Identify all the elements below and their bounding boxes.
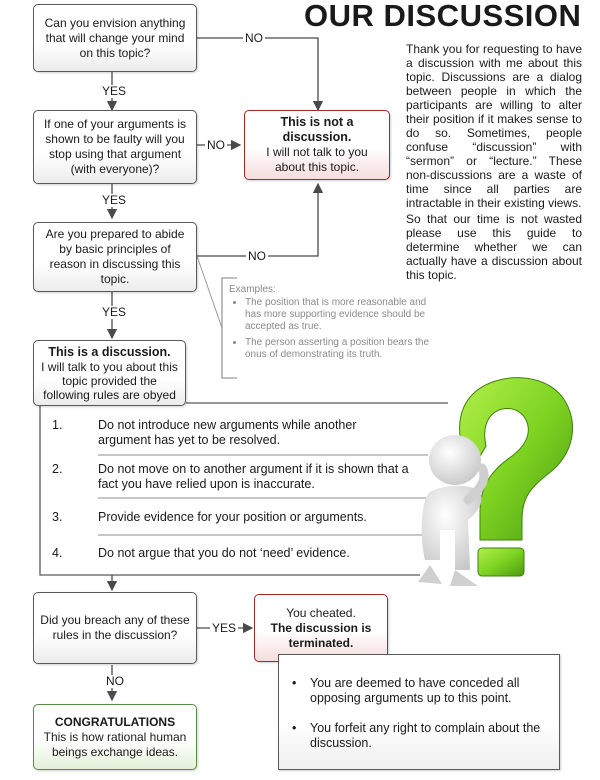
label-no-2: NO [205, 138, 227, 152]
cheated-line1: You cheated. [286, 605, 356, 620]
rule-text: Do not move on to another argument if it… [98, 462, 409, 491]
consequences-list: • You are deemed to have conceded all op… [292, 676, 554, 751]
is-discussion-box: This is a discussion. I will talk to you… [33, 340, 186, 406]
rule-number: 4. [52, 546, 63, 560]
question-faulty-argument-text: If one of your arguments is shown to be … [43, 117, 187, 176]
question-change-mind-text: Can you envision anything that will chan… [44, 15, 186, 60]
examples-heading: Examples: [229, 284, 276, 295]
question-principles-text: Are you prepared to abide by basic princ… [45, 227, 185, 286]
question-change-mind: Can you envision anything that will chan… [33, 4, 197, 72]
congratulations-box: CONGRATULATIONS This is how rational hum… [33, 704, 197, 770]
congratulations-body: This is how rational human beings exchan… [43, 729, 187, 759]
consequences-box [278, 654, 560, 770]
cheated-box: You cheated. The discussion is terminate… [254, 594, 388, 662]
label-no-1: NO [243, 31, 265, 45]
is-discussion-title: This is a discussion. [48, 344, 171, 359]
rule-text: Provide evidence for your position or ar… [98, 510, 367, 524]
rule-number: 2. [52, 462, 63, 476]
example-item: The position that is more reasonable and… [245, 297, 429, 333]
question-breach-rules-text: Did you breach any of these rules in the… [40, 613, 190, 642]
label-yes-1: YES [100, 84, 129, 98]
rule-number: 3. [52, 510, 63, 524]
list-item: • You are deemed to have conceded all op… [292, 676, 554, 706]
is-discussion-body: I will talk to you about this topic prov… [41, 359, 178, 402]
congratulations-title: CONGRATULATIONS [54, 714, 176, 729]
intro-paragraph-2: So that our time is not wasted please us… [406, 212, 582, 282]
label-yes-2: YES [100, 193, 129, 207]
intro-paragraph-1: Thank you for requesting to have a discu… [406, 42, 582, 210]
question-faulty-argument: If one of your arguments is shown to be … [33, 110, 197, 184]
examples-note: Examples: The position that is more reas… [229, 284, 429, 365]
list-item: • You forfeit any right to complain abou… [292, 721, 554, 751]
label-no-4: NO [104, 674, 126, 688]
consequence-text: You are deemed to have conceded all oppo… [310, 676, 520, 705]
question-principles-of-reason: Are you prepared to abide by basic princ… [33, 222, 197, 292]
page-title: OUR DISCUSSION [304, 0, 582, 33]
not-discussion-box: This is not a discussion. I will not tal… [244, 110, 390, 180]
label-yes-4: YES [210, 621, 239, 635]
cheated-line2: The discussion is terminated. [270, 620, 372, 650]
label-yes-3: YES [100, 305, 129, 319]
question-breach-rules: Did you breach any of these rules in the… [33, 592, 197, 664]
label-no-3: NO [246, 249, 268, 263]
rule-text: Do not introduce new arguments while ano… [98, 418, 357, 447]
rule-text: Do not argue that you do not ‘need’ evid… [98, 546, 350, 560]
rule-number: 1. [52, 418, 63, 432]
not-discussion-title: This is not a discussion. [280, 115, 354, 144]
example-item: The person asserting a position bears th… [245, 337, 429, 361]
not-discussion-body: I will not talk to you about this topic. [266, 145, 368, 174]
consequence-text: You forfeit any right to complain about … [310, 721, 541, 750]
